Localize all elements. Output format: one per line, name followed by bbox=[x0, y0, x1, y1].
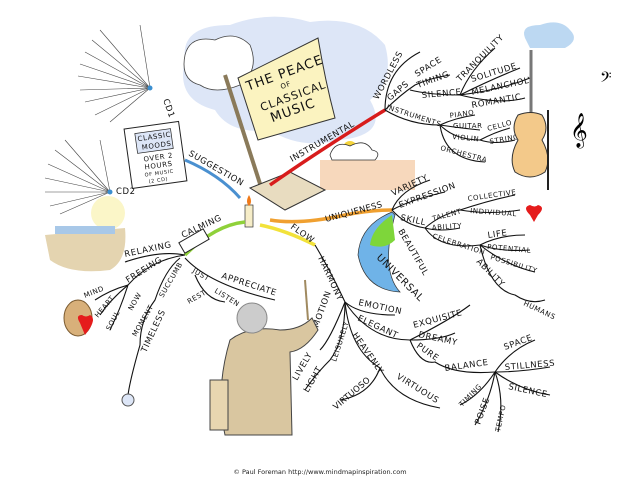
piano-keys bbox=[178, 228, 210, 254]
silence2-label: SILENCE bbox=[507, 382, 548, 400]
talent-label: TALENT bbox=[430, 207, 462, 223]
now-label: NOW bbox=[127, 291, 144, 312]
instrumental-branch bbox=[268, 108, 386, 187]
candle-icon bbox=[244, 204, 254, 228]
listen-label: LISTEN bbox=[213, 287, 241, 309]
stillness-label: STILLNESS bbox=[504, 359, 555, 373]
cd-box-line4: HOURS bbox=[144, 160, 173, 172]
humans-label: HUMANS bbox=[522, 300, 557, 322]
cd1-fan bbox=[77, 24, 151, 123]
flame-icon bbox=[247, 195, 251, 206]
relaxing-label: RELAXING bbox=[124, 240, 173, 260]
suggestion-branch bbox=[184, 158, 242, 199]
title-banner bbox=[237, 37, 336, 141]
cd2-label: CD2 bbox=[116, 187, 136, 197]
soul-label: SOUL bbox=[105, 309, 122, 332]
heavenly-label: HEAVENLY bbox=[350, 331, 386, 376]
clock-icon bbox=[121, 393, 135, 407]
guitar-label: GUITAR bbox=[453, 122, 483, 130]
virtuous-label: VIRTUOUS bbox=[394, 372, 440, 406]
calming-subbranches bbox=[94, 253, 276, 396]
violin-label: VIOLIN bbox=[452, 133, 480, 143]
title-line2: OF bbox=[279, 80, 292, 91]
sunset-cloud bbox=[329, 142, 379, 161]
beach-sea bbox=[55, 226, 115, 234]
space2-label: SPACE bbox=[503, 333, 535, 353]
baton bbox=[304, 279, 309, 321]
conductor-figure bbox=[220, 317, 319, 436]
uniqueness-branch bbox=[269, 208, 393, 224]
beach-sun bbox=[91, 196, 125, 230]
treble-clef-icon: 𝄞 bbox=[570, 113, 588, 149]
cd1-node bbox=[147, 85, 153, 91]
rest-label: REST bbox=[186, 289, 208, 306]
exquisite-label: EXQUISITE bbox=[412, 308, 463, 331]
bass-clef-icon: 𝄢 bbox=[600, 69, 612, 90]
flow-subbranches bbox=[304, 244, 551, 433]
orchestra-label: ORCHESTRA bbox=[439, 144, 488, 164]
violin-cloud bbox=[524, 22, 574, 48]
suggestion-label: SUGGESTION bbox=[187, 149, 246, 189]
conductor-head bbox=[236, 302, 268, 334]
cd2-fan bbox=[44, 139, 111, 215]
earth-land bbox=[370, 215, 395, 247]
just-label: JUST bbox=[190, 266, 211, 283]
skill-label: SKILL bbox=[399, 213, 426, 228]
individual-label: INDIVIDUAL bbox=[470, 207, 517, 218]
footer-credit: © Paul Foreman http://www.mindmapinspira… bbox=[233, 468, 406, 476]
ability-label: ABILITY bbox=[432, 222, 463, 232]
poise-label: POISE bbox=[473, 396, 492, 426]
cd-box-line6: (2 CD) bbox=[148, 176, 168, 185]
earth-icon bbox=[357, 211, 401, 293]
instruments-label: INSTRUMENTS bbox=[385, 103, 442, 128]
violin-icon bbox=[511, 112, 549, 178]
leisurely-label: LEISURELY bbox=[330, 320, 351, 362]
celebration-label: CELEBRATION bbox=[431, 232, 486, 257]
virtuoso-label: VIRTUOSO bbox=[332, 375, 373, 412]
instrumental-subbranches bbox=[384, 47, 531, 163]
cd-box-line5: OF MUSIC bbox=[144, 169, 174, 179]
cd1-label: CD1 bbox=[160, 98, 176, 120]
heart-icon-left bbox=[77, 315, 93, 335]
uniqueness-subbranches bbox=[391, 179, 546, 303]
piano-label: PIANO bbox=[449, 109, 475, 120]
small-cloud bbox=[183, 35, 254, 91]
cd-box: CLASSIC MOODS OVER 2 HOURS OF MUSIC (2 C… bbox=[123, 120, 188, 190]
book-icon bbox=[248, 171, 327, 211]
pure-label: PURE bbox=[414, 341, 440, 364]
beach-scene bbox=[45, 228, 126, 272]
life-label: LIFE bbox=[487, 228, 508, 241]
flow-branch bbox=[259, 223, 316, 247]
tempo-label: TEMPO bbox=[494, 404, 508, 434]
heart-icon bbox=[526, 205, 542, 222]
cd2-node bbox=[107, 189, 113, 195]
banner-pole bbox=[223, 74, 264, 191]
music-stand bbox=[209, 379, 229, 431]
silence-label: SILENCE bbox=[421, 88, 462, 101]
mind-label: MIND bbox=[83, 285, 106, 300]
sunset-sea bbox=[320, 160, 415, 190]
potential-label: POTENTIAL bbox=[487, 243, 532, 255]
